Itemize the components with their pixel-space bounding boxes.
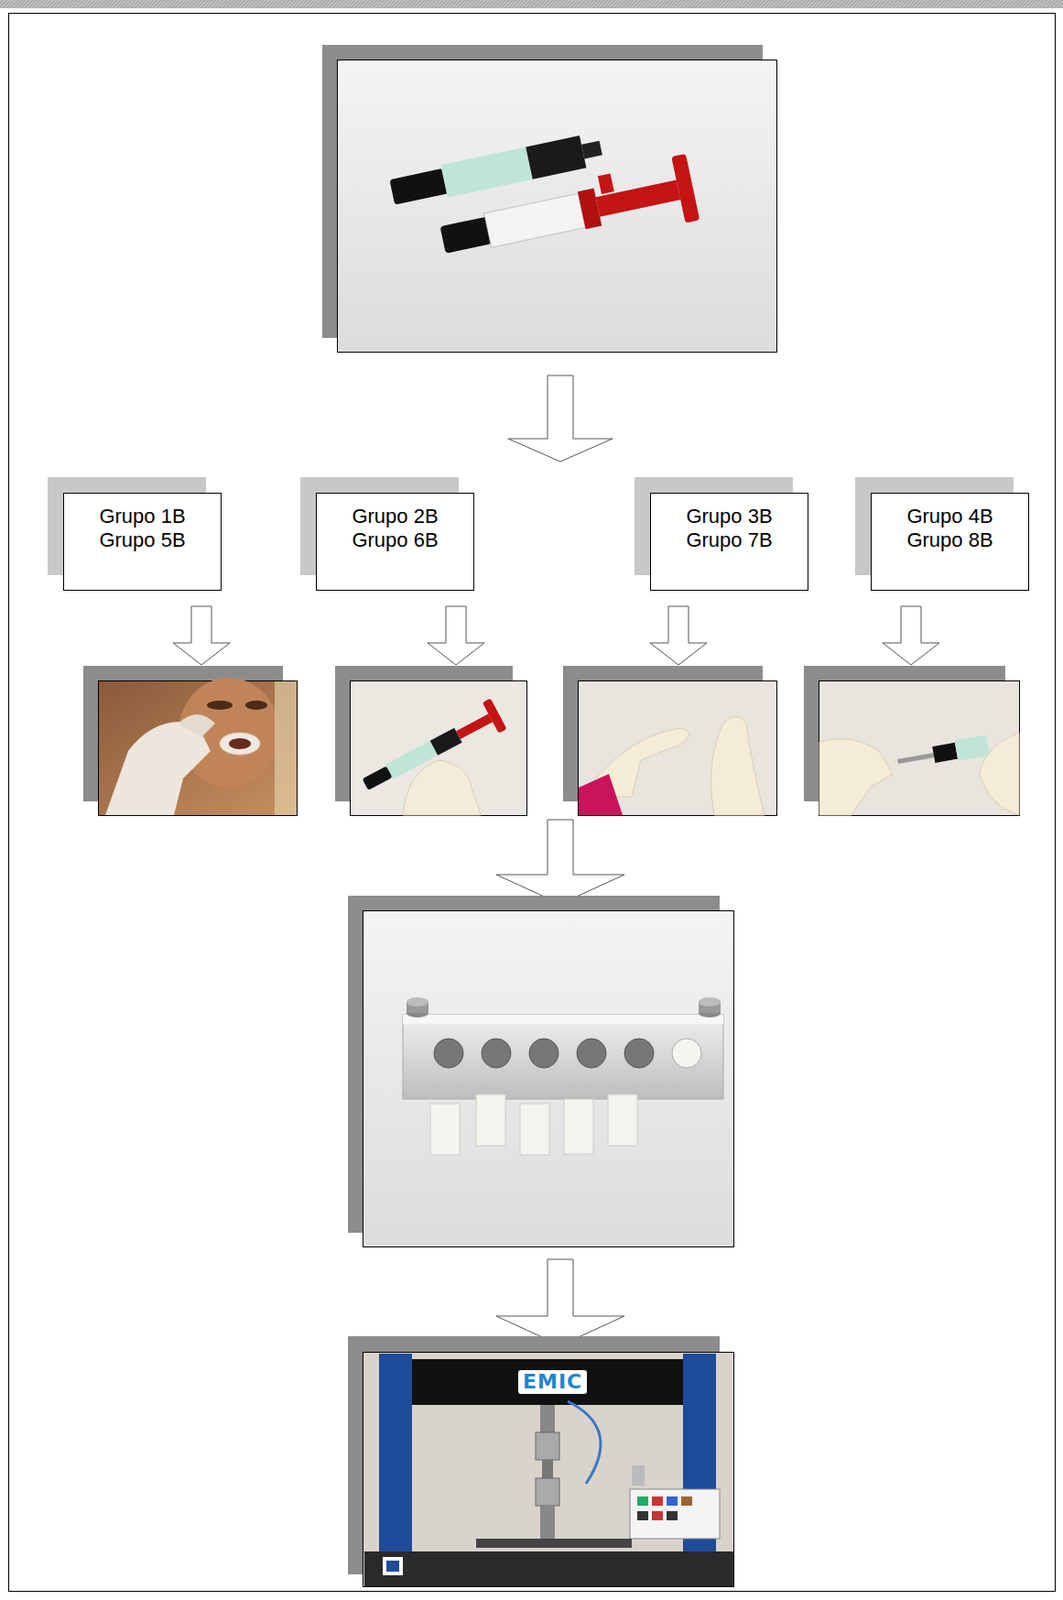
group-box: Grupo 2BGrupo 6B <box>315 492 475 591</box>
group-label: Grupo 8B <box>878 528 1021 553</box>
brand-logo: EMIC <box>518 1369 587 1394</box>
group-box: Grupo 3BGrupo 7B <box>650 492 809 591</box>
mold-photo <box>347 895 735 1248</box>
group-label: Grupo 1B <box>71 504 214 529</box>
flow-arrow <box>427 606 485 665</box>
outer-frame <box>9 13 1056 1592</box>
group-label: Grupo 6B <box>324 528 467 553</box>
flow-arrow <box>173 606 230 665</box>
group-label: Grupo 5B <box>71 528 214 553</box>
group-label: Grupo 3B <box>658 504 801 529</box>
testing-machine-photo <box>347 1335 735 1587</box>
syringe-photo <box>322 44 778 353</box>
flow-arrow <box>496 819 625 904</box>
syringe-hand-photo <box>335 665 528 816</box>
group-label: Grupo 7B <box>658 528 801 553</box>
group-box: Grupo 1BGrupo 5B <box>63 492 222 591</box>
patient-photo <box>83 665 298 816</box>
top-bar <box>0 0 1063 9</box>
group-box: Grupo 4BGrupo 8B <box>870 492 1030 591</box>
syringe-tip-photo <box>803 665 1020 816</box>
flow-arrow <box>882 606 940 665</box>
flow-arrow <box>508 375 613 462</box>
group-label: Grupo 2B <box>324 504 467 529</box>
flow-arrow <box>650 606 707 665</box>
gloved-hands-photo <box>563 665 778 816</box>
flow-arrow <box>496 1258 625 1346</box>
group-label: Grupo 4B <box>878 504 1021 529</box>
